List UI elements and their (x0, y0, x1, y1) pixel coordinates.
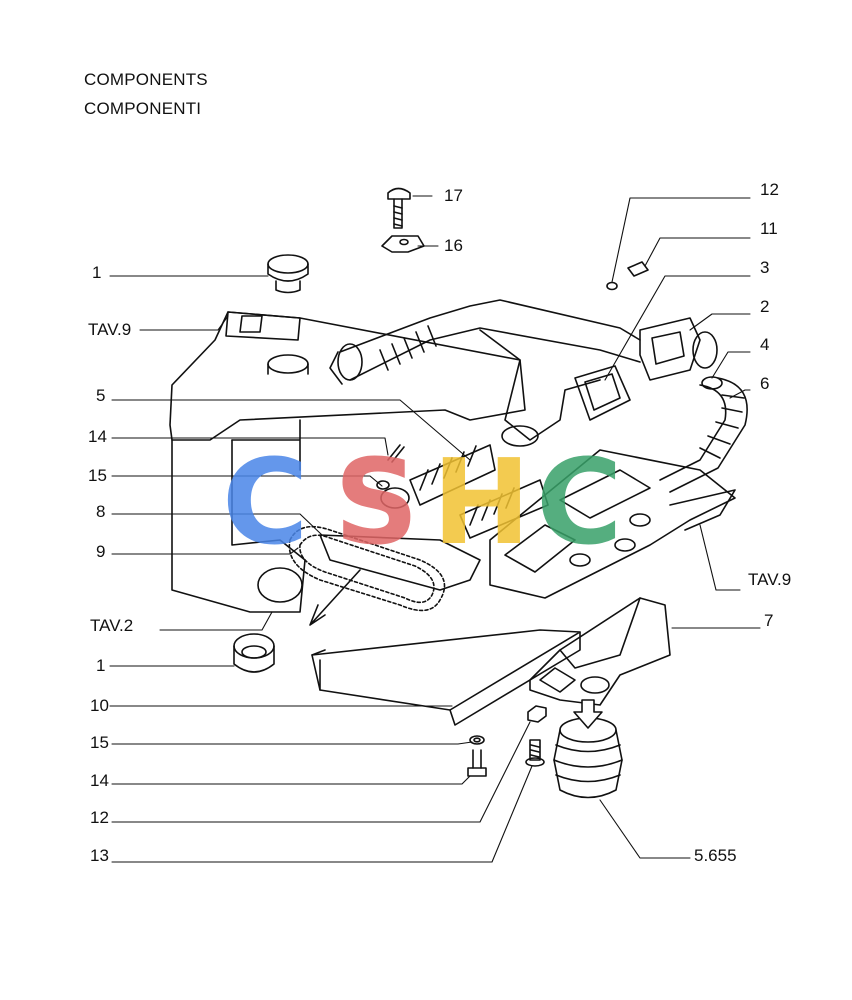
callout-1-top: 1 (92, 263, 102, 282)
screw-17 (387, 187, 411, 229)
callout-2: 2 (760, 297, 770, 316)
callout-7: 7 (764, 611, 774, 630)
clamp-16 (381, 235, 425, 253)
fuel-filter-plate (489, 449, 736, 599)
callout-10: 10 (90, 696, 109, 715)
callout-1-lower: 1 (96, 656, 106, 675)
screw-14-lower (467, 749, 487, 777)
pipe-bend (479, 329, 601, 441)
callout-9: 9 (96, 542, 106, 561)
callout-tav9-left: TAV.9 (88, 320, 132, 339)
callout-12-lower: 12 (90, 808, 109, 827)
rubber-mount (553, 699, 623, 799)
bracket-7 (529, 597, 671, 706)
callout-14-lower: 14 (90, 771, 109, 790)
callout-14-top: 14 (88, 427, 107, 446)
callout-4: 4 (760, 335, 770, 354)
callout-6: 6 (760, 374, 770, 393)
watermark-letter-3: H (432, 433, 531, 571)
callout-16: 16 (444, 236, 463, 255)
clamp-bracket (319, 534, 481, 591)
watermark-letter-4: C (536, 433, 623, 571)
callout-tav9-right: TAV.9 (748, 570, 792, 589)
callout-5655: 5.655 (694, 846, 737, 865)
callout-17: 17 (444, 186, 463, 205)
screw-13 (525, 739, 545, 767)
screw-11 (627, 261, 649, 277)
flow-arrow (309, 569, 361, 626)
fuel-pipe-upper (329, 299, 641, 385)
callout-15-lower: 15 (90, 733, 109, 752)
nut-12-lower (527, 705, 547, 723)
page-title-italian: COMPONENTI (84, 99, 202, 118)
filler-cap-lower (233, 633, 275, 673)
callout-5: 5 (96, 386, 106, 405)
leader-lines (109, 195, 761, 863)
page-title-english: COMPONENTS (84, 70, 208, 89)
hose-6 (659, 376, 748, 493)
callout-13: 13 (90, 846, 109, 865)
rubber-bushing-3 (574, 365, 631, 421)
watermark-letter-2: S (334, 433, 419, 571)
callout-tav2: TAV.2 (90, 616, 134, 635)
callout-3: 3 (760, 258, 770, 277)
fuel-tank (169, 311, 526, 441)
callout-12-top: 12 (760, 180, 779, 199)
washer-12 (606, 281, 618, 291)
watermark-letter-1: C (222, 433, 309, 571)
mounting-plate-10 (311, 629, 581, 726)
filler-cap-top (267, 254, 309, 294)
washer-15-lower (469, 735, 485, 745)
rubber-bushing-2 (639, 317, 718, 381)
inner-hoses (376, 444, 549, 539)
callout-11: 11 (760, 219, 778, 238)
callout-8: 8 (96, 502, 106, 521)
callout-15-top: 15 (88, 466, 107, 485)
